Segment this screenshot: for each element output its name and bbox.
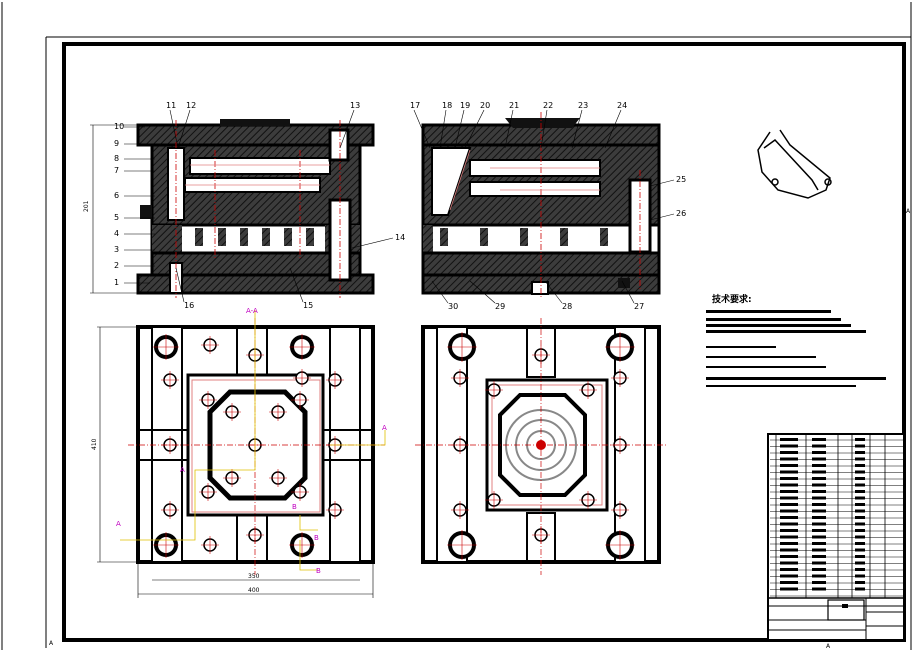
part-label-17: 17 xyxy=(410,101,420,110)
part-label-10: 10 xyxy=(114,122,124,131)
section-marks: A-A A A A B B B xyxy=(116,307,387,575)
part-label-3: 3 xyxy=(114,245,119,254)
section-view-right xyxy=(421,112,661,298)
part-label-22: 22 xyxy=(543,101,553,110)
part-label-28: 28 xyxy=(562,302,572,311)
part-sketch xyxy=(757,129,832,199)
part-label-15: 15 xyxy=(303,301,313,310)
part-label-16: 16 xyxy=(184,301,194,310)
part-label-30: 30 xyxy=(448,302,458,311)
tech-requirements-title: 技术要求: xyxy=(712,293,752,305)
part-label-19: 19 xyxy=(460,101,470,110)
dim-201: 201 xyxy=(83,200,90,212)
part-labels-right: 17 18 19 20 21 22 23 24 25 26 27 28 29 30 xyxy=(410,101,686,311)
plan-left-holes xyxy=(153,334,344,558)
dim-350: 350 xyxy=(248,573,260,580)
section-mark-aa: A-A xyxy=(246,307,258,315)
plan-view-left xyxy=(120,310,386,575)
part-label-4: 4 xyxy=(114,229,119,238)
section-mark-b-3: B xyxy=(316,567,321,575)
title-block xyxy=(767,433,905,641)
leaders-right xyxy=(413,109,675,304)
part-label-14: 14 xyxy=(395,233,405,242)
part-label-25: 25 xyxy=(676,175,686,184)
part-label-12: 12 xyxy=(186,101,196,110)
part-label-2: 2 xyxy=(114,261,119,270)
dim-400: 400 xyxy=(248,587,260,594)
part-label-24: 24 xyxy=(617,101,627,110)
part-label-7: 7 xyxy=(114,166,119,175)
part-label-23: 23 xyxy=(578,101,588,110)
svg-text:A: A xyxy=(49,640,54,647)
plan-view-right xyxy=(415,318,668,575)
part-label-9: 9 xyxy=(114,139,119,148)
svg-text:A: A xyxy=(826,643,831,650)
part-label-6: 6 xyxy=(114,191,119,200)
dimension-height-side: 201 xyxy=(83,124,138,294)
part-label-20: 20 xyxy=(480,101,490,110)
svg-text:A: A xyxy=(906,208,911,215)
section-mark-b-1: B xyxy=(292,503,297,511)
plan-right-holes xyxy=(447,332,635,560)
part-label-18: 18 xyxy=(442,101,452,110)
part-label-13: 13 xyxy=(350,101,360,110)
part-label-29: 29 xyxy=(495,302,505,311)
dim-410: 410 xyxy=(91,438,98,450)
dimension-plan-left: 410 350 400 xyxy=(91,326,374,598)
section-mark-a-left: A xyxy=(116,520,121,528)
part-label-11: 11 xyxy=(166,101,176,110)
section-mark-a-right: A xyxy=(382,424,387,432)
part-label-21: 21 xyxy=(509,101,519,110)
leaders-left xyxy=(124,109,394,303)
technical-requirements: 技术要求: xyxy=(706,293,886,387)
part-label-8: 8 xyxy=(114,154,119,163)
section-view-left xyxy=(136,119,375,298)
part-label-5: 5 xyxy=(114,213,119,222)
part-label-26: 26 xyxy=(676,209,686,218)
part-label-27: 27 xyxy=(634,302,644,311)
part-label-1: 1 xyxy=(114,278,119,287)
section-mark-b-2: B xyxy=(314,534,319,542)
section-mark-a-inner: A xyxy=(180,466,185,474)
